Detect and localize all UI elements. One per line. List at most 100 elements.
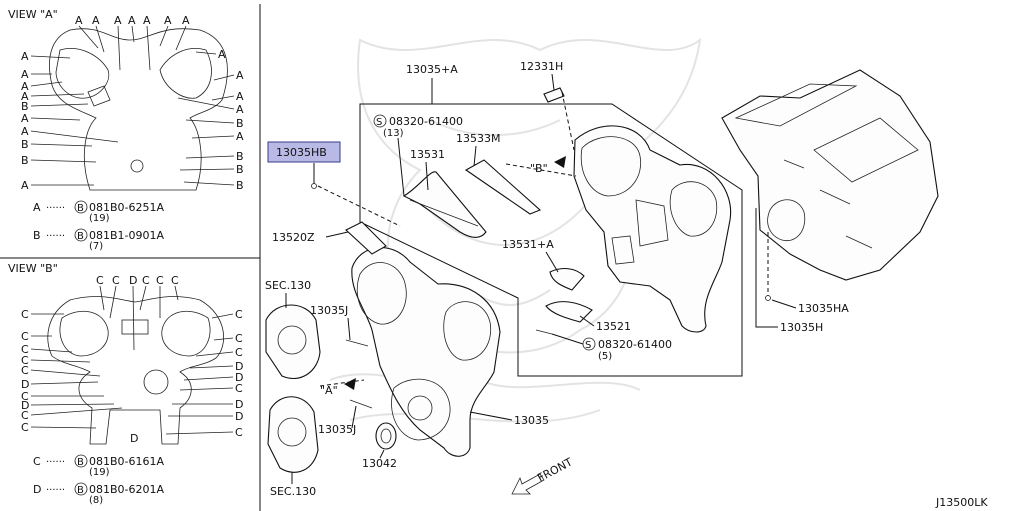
label-08320-lower[interactable]: 08320-61400: [598, 338, 672, 351]
label-sec130-bottom[interactable]: SEC.130: [270, 485, 316, 498]
svg-text:C: C: [21, 354, 29, 367]
gasket-13531: [402, 171, 487, 238]
s-symbol-icon: [373, 114, 387, 128]
svg-text:D: D: [235, 398, 243, 411]
view-a-leader: [319, 379, 365, 387]
label-12331h[interactable]: 12331H: [520, 60, 563, 73]
view-a-crank-hole: [130, 159, 144, 173]
bolt-08320-lower: [535, 329, 553, 335]
svg-text:D: D: [235, 410, 243, 423]
engine-bore-front: [767, 199, 806, 242]
front-arrow-icon: [511, 473, 545, 495]
svg-text:C: C: [156, 274, 164, 287]
label-13531a[interactable]: 13531+A: [502, 238, 554, 251]
view-b-crank-seat: [143, 369, 169, 395]
svg-text:A: A: [164, 14, 172, 27]
upper-cover-assembly-frame: [359, 103, 743, 377]
svg-text:A: A: [21, 90, 29, 103]
highlight-box: [267, 141, 341, 163]
crank-seal-inner: [407, 395, 433, 421]
svg-text:D: D: [21, 378, 29, 391]
svg-text:······: ······: [46, 485, 65, 496]
svg-text:C: C: [235, 308, 243, 321]
label-13533m[interactable]: 13533M: [456, 132, 500, 145]
svg-text:C: C: [21, 330, 29, 343]
lower-front-cover: [351, 247, 501, 457]
view-b-bottom-letter: D: [130, 432, 138, 445]
label-13531[interactable]: 13531: [410, 148, 445, 161]
gasket-13520z: [345, 221, 387, 255]
view-b-arrow-icon: [554, 156, 566, 168]
engine-head-left: [734, 83, 858, 127]
oil-seal-13042: [375, 422, 397, 450]
front-direction: FRONT: [511, 455, 575, 495]
view-a-arrow-icon: [344, 378, 356, 390]
label-13035h[interactable]: 13035H: [780, 321, 823, 334]
label-13035[interactable]: 13035: [514, 414, 549, 427]
part-13035hb-bolt: [311, 183, 317, 189]
svg-text:C: C: [96, 274, 104, 287]
view-b-panel: VIEW "B" C C D C C C C C C C C D C D C C: [8, 262, 243, 506]
svg-text:A: A: [236, 69, 244, 82]
svg-text:S: S: [376, 117, 382, 128]
svg-text:081B0-6161A: 081B0-6161A: [89, 455, 165, 468]
svg-text:A: A: [236, 103, 244, 116]
front-label: FRONT: [535, 455, 575, 484]
gasket-13533m: [464, 159, 542, 215]
gasket-13531a: [549, 267, 585, 291]
view-a-panel: VIEW "A" A A A A A A A A A A A B A A B B: [8, 8, 244, 252]
label-13521[interactable]: 13521: [596, 320, 631, 333]
diagram-id: J13500LK: [935, 496, 988, 509]
dowel-12331h: [543, 87, 565, 103]
view-b-cover-outline: [47, 296, 224, 445]
part-13035hb-dash: [317, 185, 401, 227]
svg-text:(13): (13): [383, 128, 404, 139]
upper-cover-left-bore: [580, 136, 642, 197]
label-13520z[interactable]: 13520Z: [272, 231, 315, 244]
view-b-left-bore: [59, 310, 109, 357]
view-a-legend: A ······ B 081B0-6251A (19) B ······ B 0…: [33, 200, 165, 252]
svg-text:B: B: [236, 117, 244, 130]
view-b-marker: "B": [530, 162, 548, 175]
svg-text:A: A: [33, 201, 41, 214]
label-sec130-top[interactable]: SEC.130: [265, 279, 311, 292]
label-13035j-bottom[interactable]: 13035J: [318, 423, 356, 436]
svg-text:C: C: [142, 274, 150, 287]
label-08320-upper[interactable]: 08320-61400: [389, 115, 463, 128]
svg-text:(19): (19): [89, 213, 110, 224]
svg-text:C: C: [21, 364, 29, 377]
part-13035hb-label[interactable]: 13035HB: [276, 146, 327, 159]
gasket-13531-bolt-line: [409, 199, 479, 227]
svg-text:C: C: [21, 390, 29, 403]
svg-text:C: C: [21, 409, 29, 422]
upper-cover-right-bore: [669, 181, 718, 237]
svg-text:B: B: [236, 163, 244, 176]
part-labels: 13035+A 12331H S 08320-61400 (13) 13533M…: [265, 60, 849, 498]
timing-assembly-lower: [267, 396, 319, 473]
label-13035a[interactable]: 13035+A: [406, 63, 458, 76]
view-a-marker: "A": [320, 384, 338, 397]
svg-text:A: A: [21, 125, 29, 138]
svg-text:A: A: [143, 14, 151, 27]
svg-text:······: ······: [46, 457, 65, 468]
view-a-right-bore: [159, 48, 212, 99]
svg-text:(19): (19): [89, 467, 110, 478]
svg-text:D: D: [129, 274, 137, 287]
label-13035j-top[interactable]: 13035J: [310, 304, 348, 317]
svg-text:B: B: [21, 100, 29, 113]
svg-text:A: A: [21, 80, 29, 93]
svg-text:C: C: [21, 343, 29, 356]
svg-text:B: B: [77, 485, 84, 496]
svg-text:A: A: [218, 48, 226, 61]
svg-text:A: A: [21, 179, 29, 192]
svg-text:A: A: [236, 90, 244, 103]
svg-text:D: D: [235, 371, 243, 384]
lower-cover-right-bore: [443, 301, 492, 361]
svg-text:(5): (5): [598, 351, 612, 362]
label-13035ha[interactable]: 13035HA: [798, 302, 849, 315]
label-13042[interactable]: 13042: [362, 457, 397, 470]
view-a-title: VIEW "A": [8, 8, 58, 21]
svg-text:B: B: [21, 138, 29, 151]
view-b-right-bore: [161, 310, 211, 357]
